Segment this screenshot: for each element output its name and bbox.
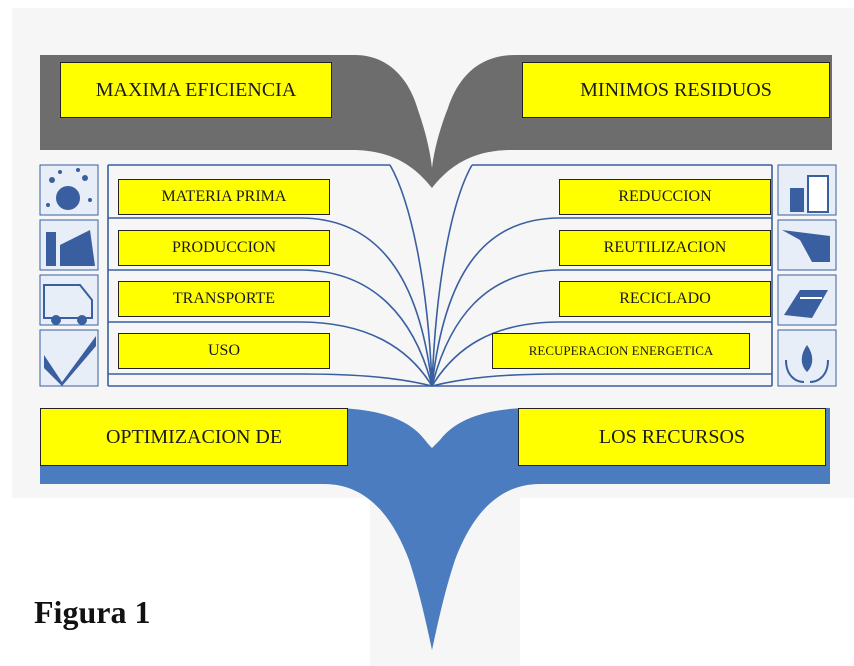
left-item-box: MATERIA PRIMA <box>118 179 330 215</box>
factory-hand-icon <box>39 219 99 271</box>
header-left-box: MAXIMA EFICIENCIA <box>60 62 332 118</box>
footer-right-box: LOS RECURSOS <box>518 408 826 466</box>
recycle-hands-icon <box>777 274 837 326</box>
right-item-box: RECUPERACION ENERGETICA <box>492 333 750 369</box>
figure-caption: Figura 1 <box>34 594 151 630</box>
bottles-icon <box>777 164 837 216</box>
left-icons <box>39 164 99 387</box>
left-item-box: TRANSPORTE <box>118 281 330 317</box>
flame-hands-icon <box>777 329 837 387</box>
checkmark-icon <box>39 329 99 387</box>
header-right-box: MINIMOS RESIDUOS <box>522 62 830 118</box>
right-icons <box>777 164 837 387</box>
bottom-band <box>40 408 830 650</box>
right-item-box: REUTILIZACION <box>559 230 771 266</box>
left-item-box: PRODUCCION <box>118 230 330 266</box>
right-item-box: RECICLADO <box>559 281 771 317</box>
right-item-box: REDUCCION <box>559 179 771 215</box>
refill-icon <box>777 219 837 271</box>
left-item-box: USO <box>118 333 330 369</box>
particles-icon <box>39 164 99 216</box>
truck-icon <box>39 274 99 326</box>
flow-lines <box>107 164 773 387</box>
footer-left-box: OPTIMIZACION DE <box>40 408 348 466</box>
